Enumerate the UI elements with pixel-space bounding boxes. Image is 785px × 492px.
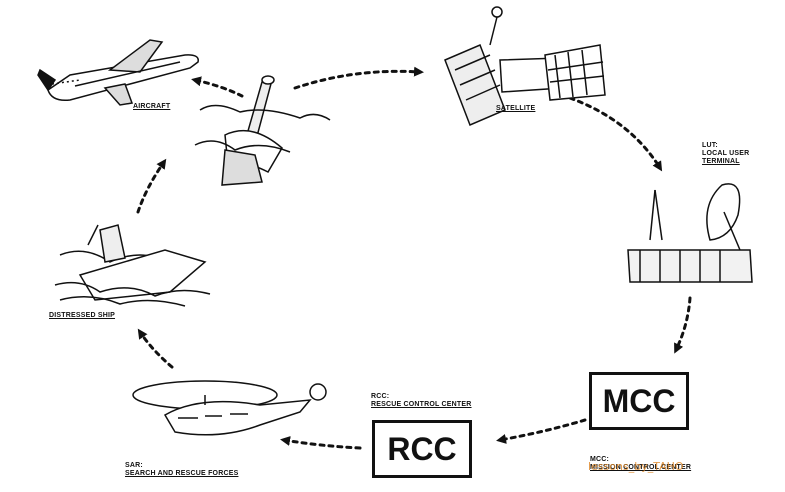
mcc-caption-full: MISSION CONTROL CENTER (590, 464, 692, 471)
rcc-box: RCC (372, 420, 472, 478)
lut-illustration (627, 183, 753, 283)
arrow-beacon-to-satellite (293, 66, 424, 90)
arrow-lut-to-mcc (674, 296, 692, 354)
mcc-caption: MCC: (590, 456, 610, 463)
arrow-rcc-to-sar (280, 436, 362, 450)
rcc-caption-line-1: RCC: (371, 393, 390, 400)
beacon-illustration (194, 75, 331, 186)
arrow-mcc-to-rcc (496, 418, 587, 444)
aircraft-illustration (37, 39, 199, 106)
sar-label-line-1: SAR: (125, 462, 143, 469)
satellite-label: SATELLITE (496, 105, 536, 112)
ship-label: DISTRESSED SHIP (49, 312, 116, 319)
sar-label: SAR: SEARCH AND RESCUE FORCES (125, 462, 238, 478)
ship-illustration (54, 224, 211, 307)
lut-label: LUT: LOCAL USER TERMINAL (702, 142, 749, 166)
mcc-box: MCC (589, 372, 689, 430)
arrow-satellite-to-lut (568, 96, 663, 172)
arrow-ship-to-beacon (136, 158, 167, 214)
rcc-caption: RCC: RESCUE CONTROL CENTER (371, 393, 472, 409)
watermark: lessons_by_TAHO (588, 460, 684, 473)
lut-label-line-3: TERMINAL (702, 158, 740, 165)
helicopter-illustration (132, 380, 327, 436)
rcc-caption-line-2: RESCUE CONTROL CENTER (371, 401, 472, 408)
flow-arrows (136, 66, 692, 450)
arrow-beacon-to-aircraft (191, 76, 244, 98)
satellite-illustration (444, 6, 606, 126)
lut-label-line-1: LUT: (702, 142, 718, 149)
aircraft-label: AIRCRAFT (133, 103, 171, 110)
arrow-sar-to-ship (137, 328, 174, 369)
sar-label-line-2: SEARCH AND RESCUE FORCES (125, 470, 239, 477)
lut-label-line-2: LOCAL USER (702, 150, 750, 157)
